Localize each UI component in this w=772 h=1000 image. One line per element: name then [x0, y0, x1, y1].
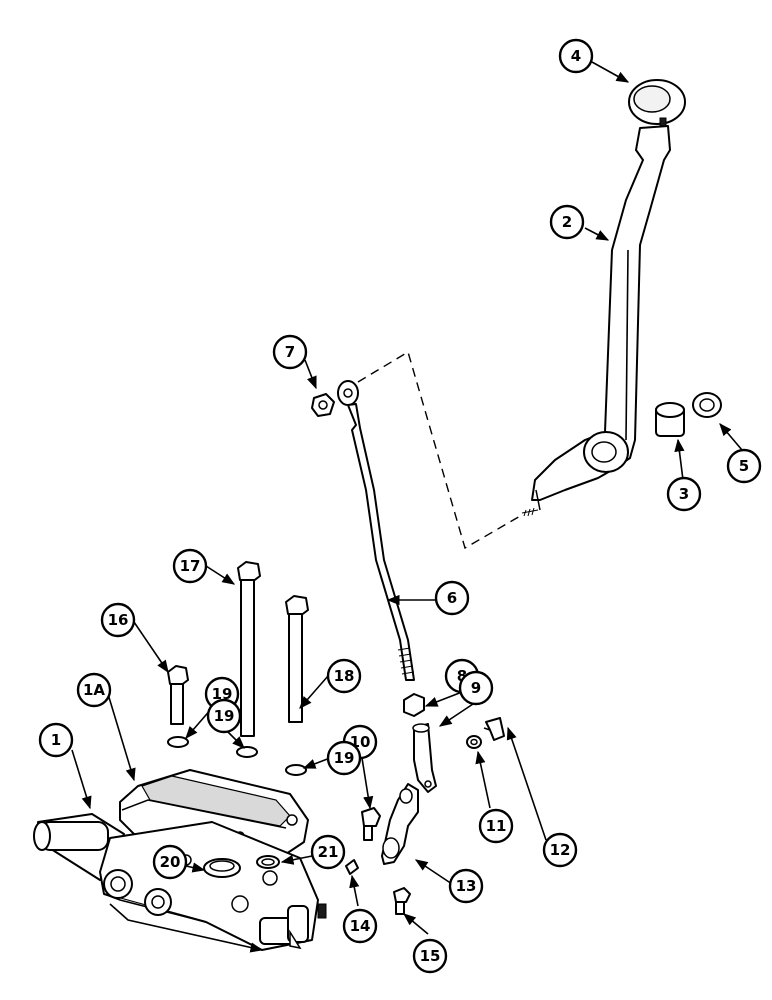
assembly-dashed-line [357, 350, 523, 550]
small-washer-part [466, 735, 482, 749]
svg-text:11: 11 [486, 817, 507, 835]
svg-text:15: 15 [420, 947, 441, 965]
svg-text:20: 20 [160, 853, 181, 871]
leader-lines [71, 61, 743, 935]
lever-arm-part [381, 783, 419, 865]
callout-19-right: 19 [326, 740, 362, 776]
callout-3: 3 [666, 476, 702, 512]
bolt-16-part [167, 665, 189, 725]
svg-text:21: 21 [318, 843, 339, 861]
svg-text:3: 3 [679, 485, 689, 503]
callout-15: 15 [412, 938, 448, 974]
svg-text:17: 17 [180, 557, 201, 575]
callout-16: 16 [100, 602, 136, 638]
bolt-17-part [237, 561, 261, 737]
washer-part [692, 392, 722, 418]
callout-13: 13 [448, 868, 484, 904]
callout-4: 4 [558, 38, 594, 74]
svg-text:19: 19 [334, 749, 355, 767]
callout-18: 18 [326, 658, 362, 694]
svg-text:1A: 1A [83, 681, 105, 699]
callout-19-middle: 19 [206, 698, 242, 734]
callout-1a: 1A [76, 672, 112, 708]
bushing-part [655, 402, 685, 437]
callout-14: 14 [342, 908, 378, 944]
pin-part [345, 859, 359, 875]
callout-21: 21 [310, 834, 346, 870]
spring-clip-part [483, 717, 505, 741]
svg-text:1: 1 [51, 731, 61, 749]
callout-9: 9 [458, 670, 494, 706]
svg-text:12: 12 [550, 841, 571, 859]
svg-text:7: 7 [285, 343, 295, 361]
callout-6: 6 [434, 580, 470, 616]
rod-end-part [412, 723, 437, 793]
svg-text:6: 6 [447, 589, 457, 607]
svg-text:4: 4 [571, 47, 581, 65]
bolt-part [361, 807, 381, 841]
plug-part [203, 858, 241, 878]
svg-text:5: 5 [739, 457, 749, 475]
lock-washers-part [167, 736, 307, 776]
nut-part [403, 693, 425, 717]
callout-2: 2 [549, 204, 585, 240]
svg-text:18: 18 [334, 667, 355, 685]
svg-text:13: 13 [456, 877, 477, 895]
control-rod-part [337, 380, 415, 681]
knob-part [628, 79, 686, 127]
valve-body-part [33, 813, 327, 953]
lock-nut-part [311, 393, 335, 417]
callout-20: 20 [152, 844, 188, 880]
o-ring-part [256, 855, 280, 869]
callout-11: 11 [478, 808, 514, 844]
svg-text:19: 19 [212, 685, 233, 703]
callout-7: 7 [272, 334, 308, 370]
svg-text:9: 9 [471, 679, 481, 697]
bolt-18-part [285, 595, 309, 723]
control-lever-part [521, 125, 671, 517]
svg-text:8: 8 [457, 667, 467, 685]
screw-part [393, 887, 411, 915]
callout-17: 17 [172, 548, 208, 584]
svg-text:2: 2 [562, 213, 572, 231]
svg-text:14: 14 [350, 917, 371, 935]
callout-1: 1 [38, 722, 74, 758]
svg-text:19: 19 [214, 707, 235, 725]
callout-5: 5 [726, 448, 762, 484]
svg-text:16: 16 [108, 611, 129, 629]
callout-12: 12 [542, 832, 578, 868]
